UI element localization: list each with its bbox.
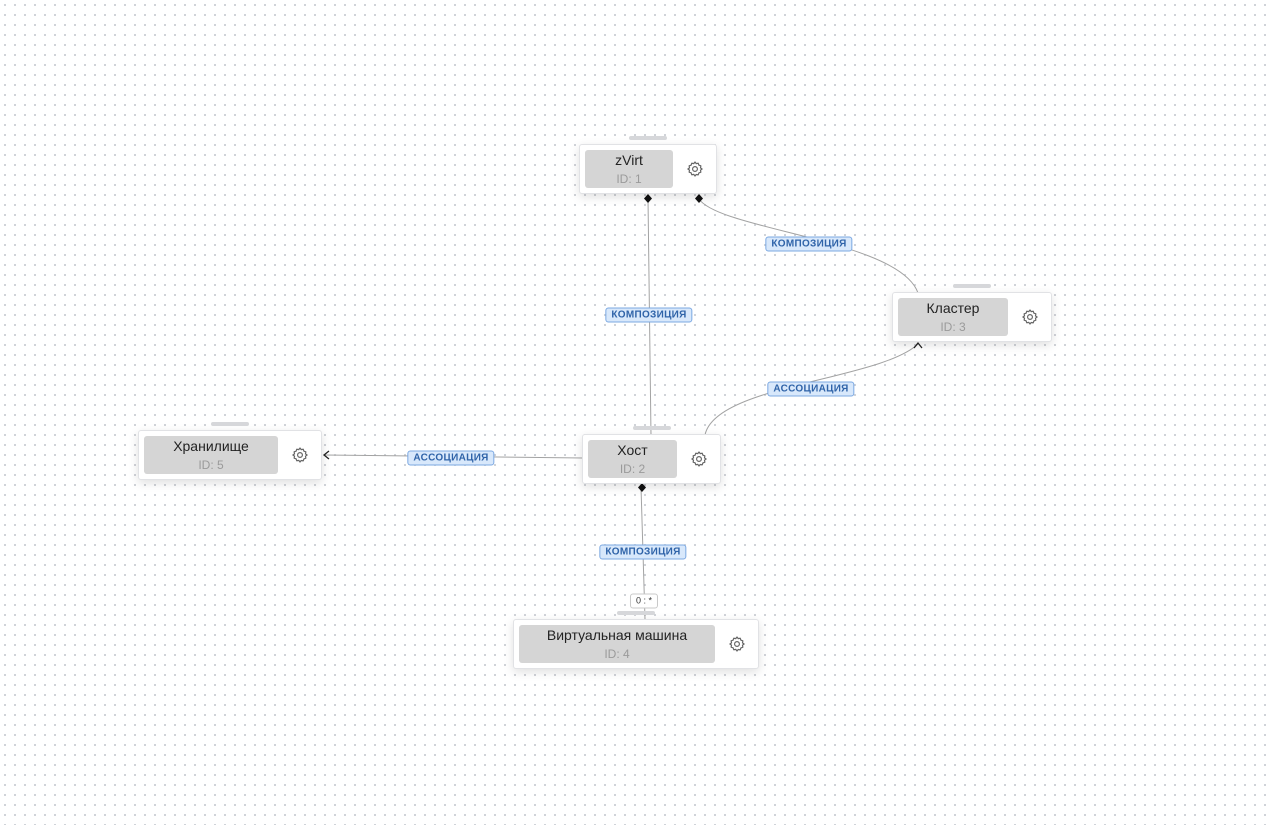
node-drag-handle[interactable] [953,284,991,288]
node-title: Хост [617,442,648,458]
gear-icon[interactable] [686,160,704,178]
node-id: ID: 2 [619,462,646,476]
node-cluster[interactable]: Кластер ID: 3 [892,284,1052,342]
edge-label-zvirt-host[interactable]: КОМПОЗИЦИЯ [605,307,693,323]
node-label-box: Виртуальная машина ID: 4 [519,625,715,663]
node-title: Хранилище [173,438,249,454]
composition-diamond-zvirt-host [644,194,652,203]
multiplicity-label: 0 : * [629,593,659,609]
node-label-box: Хост ID: 2 [588,440,677,478]
node-zvirt[interactable]: zVirt ID: 1 [579,136,717,194]
edge-label-host-cluster[interactable]: АССОЦИАЦИЯ [767,381,855,397]
node-storage[interactable]: Хранилище ID: 5 [138,422,322,480]
composition-diamond-zvirt-cluster [695,194,703,203]
association-arrow-cluster [913,341,923,349]
node-title: Виртуальная машина [546,627,688,643]
node-id: ID: 5 [198,458,224,472]
node-label-box: zVirt ID: 1 [585,150,673,188]
gear-icon[interactable] [291,446,309,464]
gear-icon[interactable] [728,635,746,653]
edge-label-host-vm[interactable]: КОМПОЗИЦИЯ [599,544,687,560]
node-label-box: Кластер ID: 3 [898,298,1008,336]
node-id: ID: 3 [940,320,966,334]
node-title: Кластер [926,300,980,316]
edge-label-host-storage[interactable]: АССОЦИАЦИЯ [407,450,495,466]
gear-icon[interactable] [1021,308,1039,326]
node-drag-handle[interactable] [629,136,667,140]
node-label-box: Хранилище ID: 5 [144,436,278,474]
association-arrow-storage [322,450,330,460]
node-id: ID: 1 [616,172,642,186]
node-drag-handle[interactable] [632,426,671,430]
node-title: zVirt [615,152,643,168]
node-drag-handle[interactable] [211,422,249,426]
edge-label-zvirt-cluster[interactable]: КОМПОЗИЦИЯ [765,236,853,252]
gear-icon[interactable] [690,450,708,468]
composition-diamond-host-vm [638,483,646,492]
node-drag-handle[interactable] [617,611,655,615]
node-id: ID: 4 [604,647,630,661]
node-host[interactable]: Хост ID: 2 [582,426,721,484]
node-vm[interactable]: Виртуальная машина ID: 4 [513,611,759,669]
